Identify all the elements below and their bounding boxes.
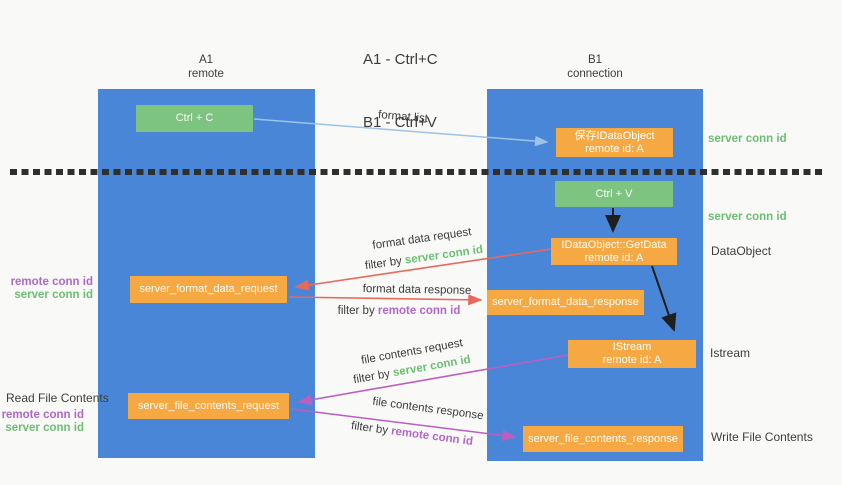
node-ctrl-v: Ctrl + V [555,181,673,207]
filter-key-server-conn-1: server conn id [404,243,484,267]
dataobject-label: DataObject [711,244,772,258]
server-conn-id-label-1: server conn id [14,289,93,301]
node-save-dataobject-line2: remote id: A [585,142,644,155]
file-contents-response-filter-label: filter by remote conn id [350,420,473,448]
left-conn-id-pair-1: remote conn id server conn id [0,276,93,302]
server-conn-id-label-top: server conn id [708,133,787,145]
filter-by-prefix-3: filter by [352,367,392,387]
node-server-format-data-request-label: server_format_data_request [139,283,278,295]
node-getdata-line2: remote id: A [584,251,644,264]
file-contents-response-label: file contents response [371,395,485,423]
node-save-dataobject-line1: 保存IDataObject [574,129,655,142]
format-data-response-filter-label: filter by remote conn id [338,305,461,317]
node-server-format-data-response: server_format_data_response [487,290,644,315]
node-ctrl-c-label: Ctrl + C [175,112,214,124]
right-column-role: connection [567,67,623,80]
filter-key-remote-conn-2: remote conn id [390,425,474,448]
write-file-contents-label: Write File Contents [711,430,813,444]
server-conn-id-label-2: server conn id [5,422,84,434]
node-server-file-contents-response: server_file_contents_response [523,426,683,452]
remote-conn-id-label-2: remote conn id [1,409,84,421]
right-column-name: B1 [587,54,603,66]
node-getdata-line1: IDataObject::GetData [561,238,667,251]
remote-conn-id-label-1: remote conn id [10,276,93,288]
node-istream-line2: remote id: A [602,354,662,366]
filter-by-prefix-2: filter by [337,305,375,317]
node-server-format-data-response-label: server_format_data_response [492,296,639,308]
node-ctrl-c: Ctrl + C [136,105,253,132]
node-server-file-contents-response-label: server_file_contents_response [528,432,678,445]
left-column-name: A1 [198,54,214,66]
title-line-1: A1 - Ctrl+C [363,51,438,68]
filter-by-prefix-4: filter by [350,420,389,437]
left-column-header: A1 remote [156,54,256,81]
session-separator-line [10,169,823,175]
left-column-role: remote [188,67,224,80]
diagram-title: A1 - Ctrl+C B1 - Ctrl+V [363,7,438,175]
node-server-file-contents-request-label: server_file_contents_request [137,399,280,412]
right-column-header: B1 connection [545,54,645,81]
read-file-contents-label: Read File Contents [6,391,109,405]
format-data-response-arrow [288,294,483,306]
node-server-file-contents-request: server_file_contents_request [128,393,289,419]
format-data-response-label: format data response [362,283,472,297]
istream-side-label: Istream [710,346,751,360]
node-server-format-data-request: server_format_data_request [130,276,287,303]
server-conn-id-label-mid: server conn id [708,211,787,223]
filter-by-prefix-1: filter by [364,255,403,273]
node-save-dataobject: 保存IDataObject remote id: A [556,128,673,157]
node-getdata: IDataObject::GetData remote id: A [551,238,677,265]
node-istream: IStream remote id: A [568,340,696,368]
node-ctrl-v-label: Ctrl + V [595,187,633,200]
filter-key-remote-conn-1: remote conn id [377,305,461,317]
left-conn-id-pair-2: remote conn id server conn id [0,409,84,435]
node-istream-line1: IStream [612,341,652,353]
